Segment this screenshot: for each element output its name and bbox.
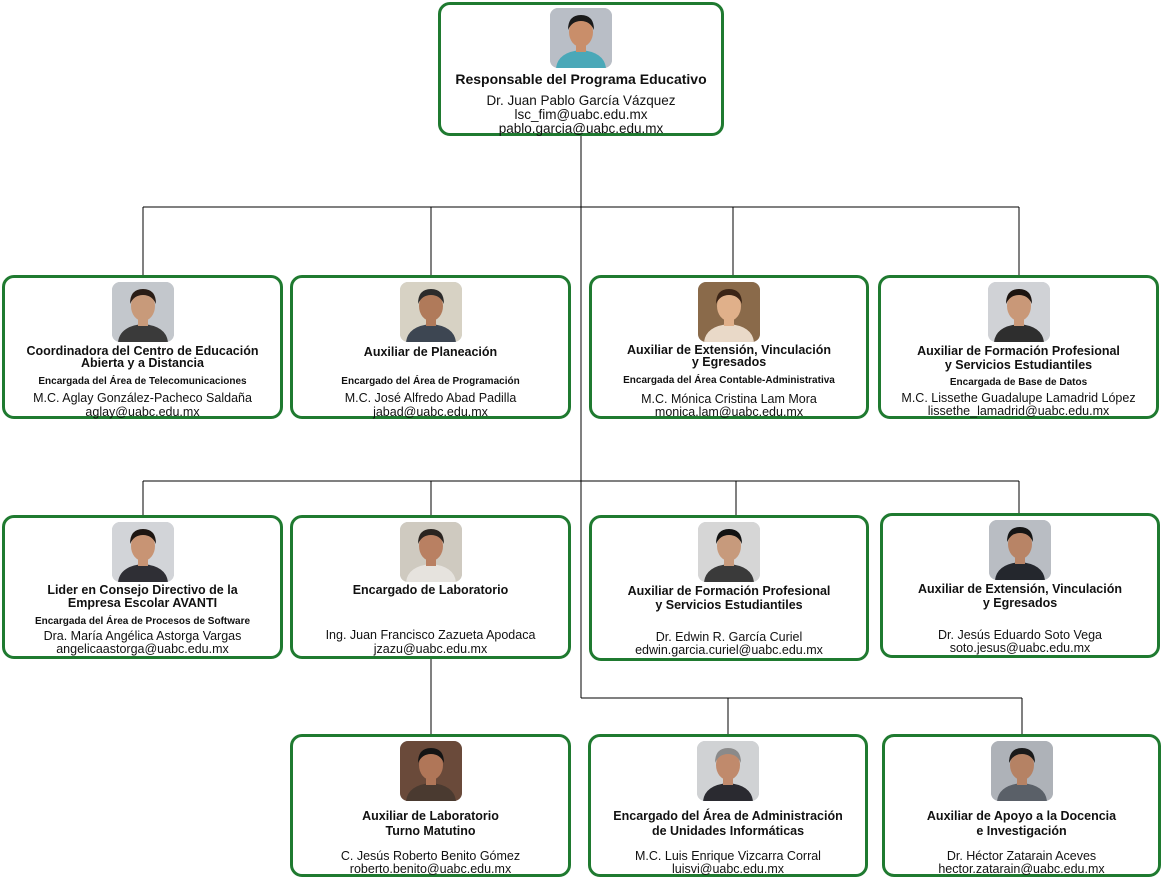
person-photo — [399, 522, 462, 582]
node-person-name: Dr. Edwin R. García Curiel — [655, 630, 803, 644]
node-person-name: M.C. Lissethe Guadalupe Lamadrid López — [901, 391, 1136, 405]
node-person-name: Dr. Héctor Zatarain Aceves — [946, 849, 1097, 863]
node-title: Abierta y a Distancia — [81, 356, 204, 370]
node-email: soto.jesus@uabc.edu.mx — [949, 641, 1091, 655]
node-email: lissethe_lamadrid@uabc.edu.mx — [927, 404, 1110, 418]
node-email: lsc_fim@uabc.edu.mx — [514, 107, 648, 122]
node-email: luisvi@uabc.edu.mx — [671, 862, 785, 876]
org-node-auxiliar-planeacion: Auxiliar de Planeación Encargado del Áre… — [290, 275, 571, 419]
node-person-name: Ing. Juan Francisco Zazueta Apodaca — [325, 628, 536, 642]
node-person-name: M.C. José Alfredo Abad Padilla — [344, 391, 517, 405]
org-node-auxiliar-extension-1: Auxiliar de Extensión, Vinculación y Egr… — [589, 275, 869, 419]
node-email: aglay@uabc.edu.mx — [85, 405, 200, 419]
org-node-root: Responsable del Programa Educativo Dr. J… — [438, 2, 724, 136]
node-title: y Servicios Estudiantiles — [944, 358, 1093, 372]
node-title: Auxiliar de Planeación — [363, 345, 498, 359]
node-title: Responsable del Programa Educativo — [455, 71, 707, 87]
node-subtitle: Encargada del Área Contable-Administrati… — [623, 375, 835, 386]
person-photo — [697, 741, 759, 801]
node-email: roberto.benito@uabc.edu.mx — [349, 862, 512, 876]
person-photo — [990, 741, 1053, 801]
node-subtitle: Encargada del Área de Procesos de Softwa… — [34, 616, 251, 627]
person-photo — [111, 522, 174, 582]
org-node-lider-avanti: Lider en Consejo Directivo de la Empresa… — [2, 515, 283, 659]
node-person-name: C. Jesús Roberto Benito Gómez — [340, 849, 521, 863]
person-photo — [399, 741, 462, 801]
node-title: Auxiliar de Extensión, Vinculación — [918, 582, 1122, 596]
person-photo — [111, 282, 174, 342]
org-node-auxiliar-extension-2: Auxiliar de Extensión, Vinculación y Egr… — [880, 513, 1160, 658]
node-email: monica.lam@uabc.edu.mx — [654, 405, 804, 419]
node-title: Empresa Escolar AVANTI — [67, 596, 218, 610]
org-node-auxiliar-apoyo-docencia: Auxiliar de Apoyo a la Docencia e Invest… — [882, 734, 1161, 877]
node-title: Turno Matutino — [385, 824, 476, 838]
node-title: Encargado de Laboratorio — [352, 583, 509, 597]
org-node-auxiliar-formacion-1: Auxiliar de Formación Profesional y Serv… — [878, 275, 1159, 419]
node-email: jzazu@uabc.edu.mx — [373, 642, 488, 656]
node-title: y Servicios Estudiantiles — [655, 598, 803, 612]
node-title: Coordinadora del Centro de Educación — [26, 344, 259, 358]
person-photo — [698, 282, 760, 342]
node-title: y Egresados — [982, 596, 1058, 610]
node-subtitle: Encargada del Área de Telecomunicaciones — [38, 376, 247, 387]
org-node-encargado-laboratorio: Encargado de Laboratorio Ing. Juan Franc… — [290, 515, 571, 659]
node-person-name: Dra. María Angélica Astorga Vargas — [43, 629, 242, 643]
node-title: de Unidades Informáticas — [651, 824, 805, 838]
node-person-name: Dr. Juan Pablo García Vázquez — [486, 93, 676, 108]
node-title: Auxiliar de Formación Profesional — [917, 344, 1120, 358]
node-subtitle: Encargado del Área de Programación — [341, 376, 520, 387]
node-email: hector.zatarain@uabc.edu.mx — [938, 862, 1105, 876]
node-subtitle: Encargada de Base de Datos — [949, 377, 1088, 388]
node-title: Auxiliar de Formación Profesional — [627, 584, 831, 598]
person-photo — [987, 282, 1050, 342]
node-title: Auxiliar de Apoyo a la Docencia — [926, 809, 1117, 823]
person-photo — [698, 522, 760, 582]
node-title: Lider en Consejo Directivo de la — [47, 583, 238, 597]
org-node-admin-unidades-informaticas: Encargado del Área de Administración de … — [588, 734, 868, 877]
person-photo — [399, 282, 462, 342]
org-node-auxiliar-laboratorio: Auxiliar de Laboratorio Turno Matutino C… — [290, 734, 571, 877]
node-title: y Egresados — [691, 355, 767, 369]
node-person-name: Dr. Jesús Eduardo Soto Vega — [938, 628, 1102, 642]
node-email: pablo.garcia@uabc.edu.mx — [498, 121, 664, 136]
node-title: e Investigación — [976, 824, 1067, 838]
node-email: angelicaastorga@uabc.edu.mx — [56, 642, 229, 656]
org-node-auxiliar-formacion-2: Auxiliar de Formación Profesional y Serv… — [589, 515, 869, 661]
node-title: Auxiliar de Extensión, Vinculación — [627, 343, 831, 357]
node-person-name: M.C. Mónica Cristina Lam Mora — [641, 392, 817, 406]
node-person-name: M.C. Aglay González-Pacheco Saldaña — [33, 391, 252, 405]
node-email: edwin.garcia.curiel@uabc.edu.mx — [635, 643, 823, 657]
org-node-coordinadora-cead: Coordinadora del Centro de Educación Abi… — [2, 275, 283, 419]
node-title: Auxiliar de Laboratorio — [362, 809, 499, 823]
person-photo — [550, 8, 612, 68]
node-title: Encargado del Área de Administración — [613, 809, 843, 823]
person-photo — [989, 520, 1051, 580]
node-email: jabad@uabc.edu.mx — [373, 405, 488, 419]
node-person-name: M.C. Luis Enrique Vizcarra Corral — [635, 849, 821, 863]
